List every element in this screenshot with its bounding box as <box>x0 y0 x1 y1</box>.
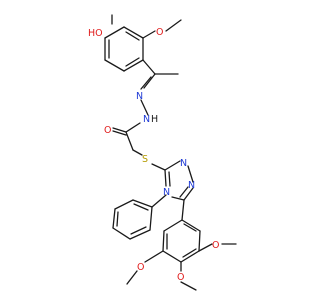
carbonyl-o-label: O <box>104 125 111 136</box>
triazole-n-top-label: N <box>180 158 187 169</box>
amide-h-label: H <box>151 114 158 125</box>
hydroxyl-label: HO <box>88 28 103 39</box>
methoxy-left-label: O <box>137 262 144 273</box>
molecule-structure: HO O N N H O S N N N O O O <box>88 14 237 291</box>
methoxy-right-label: O <box>212 240 219 251</box>
methoxy-mid-label: O <box>177 272 184 283</box>
methoxy-top-label: O <box>156 27 163 38</box>
molecule-diagram: HO O N N H O S N N N O O O <box>88 14 237 291</box>
hydrazone-n1-label: N <box>136 91 143 102</box>
triazole-n4-label: N <box>163 187 170 198</box>
thioether-s-label: S <box>142 154 148 165</box>
triazole-n-right-label: N <box>188 180 195 191</box>
hydrazone-n2-label: N <box>143 114 150 125</box>
bonds <box>104 14 237 291</box>
atom-labels: HO O N N H O S N N N O O O <box>88 27 219 283</box>
